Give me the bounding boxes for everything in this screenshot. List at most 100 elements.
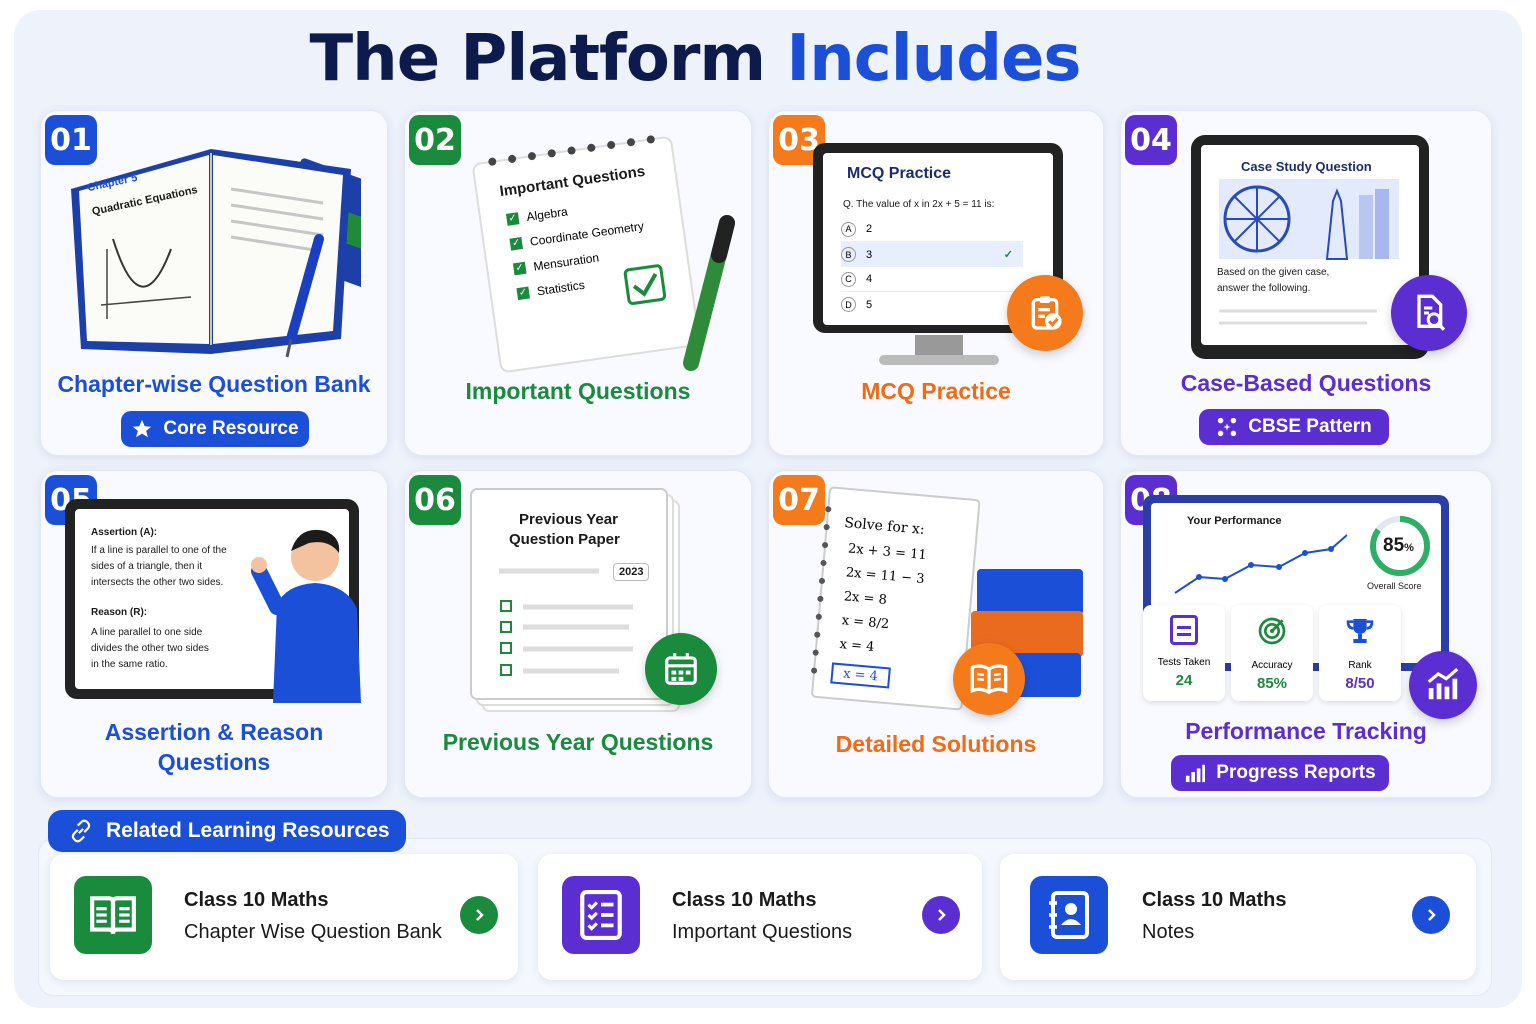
calendar-icon [645,633,717,705]
check-icon: ✓ [512,261,527,275]
feature-card-previous-year[interactable]: 06 Previous Year Question Paper 2023 Pre… [404,470,752,798]
stat-label: Tests Taken [1157,657,1211,668]
paper-stack-illustration [470,488,680,712]
title-part-1: The Platform [309,22,767,96]
feature-card-detailed-solutions[interactable]: 07 Solve for x: 2x + 3 = 11 2x = 11 − 3 … [768,470,1104,798]
option-letter: D [841,297,856,312]
checklist-label: Mensuration [532,249,600,274]
checklist-label: Statistics [536,277,586,298]
overall-score-value: 85% [1383,535,1414,557]
score-number: 85 [1383,535,1405,556]
stat-tile-rank: Rank 8/50 [1319,605,1401,701]
card-title: MCQ Practice [861,378,1011,404]
stat-value: 24 [1175,672,1193,689]
contact-book-icon [1030,876,1108,954]
pill-label: CBSE Pattern [1248,416,1372,437]
resource-line-2: Important Questions [672,921,853,943]
star-icon [133,419,152,438]
related-resources-label: Related Learning Resources [106,819,390,842]
overall-score-ring [1370,516,1430,576]
score-ring-fill [1370,516,1430,576]
overall-score-label: Overall Score [1367,581,1422,591]
pill-label: Progress Reports [1216,762,1376,783]
check-icon: ✓ [505,211,520,226]
pattern-icon [1218,417,1237,437]
open-book-icon [74,876,152,954]
trophy-icon [1346,619,1374,643]
clipboard-list-icon [1170,615,1198,645]
card-title: Important Questions [465,378,691,404]
stat-tile-tests: Tests Taken 24 [1143,605,1225,701]
card-title: Case-Based Questions [1180,370,1432,396]
option-text: 2 [866,223,873,235]
open-book-icon [953,643,1025,715]
stat-label: Accuracy [1251,660,1293,671]
resource-card-notes[interactable]: Class 10 Maths Notes [1000,854,1476,980]
feature-card-case-based[interactable]: 04 Case Study Question Based on the give… [1120,110,1492,456]
reason-line-2: divides the other two sides [91,643,209,654]
resource-line-2: Notes [1142,921,1195,943]
checklist-icon [562,876,640,954]
reason-line-3: in the same ratio. [91,659,168,670]
resource-line-2: Chapter Wise Question Bank [184,921,442,943]
bar-chart-icon [1186,764,1206,783]
tablet-illustration [1191,135,1429,359]
stat-value: 85% [1256,675,1288,692]
progress-reports-badge: Progress Reports [1171,755,1389,791]
case-study-heading: Case Study Question [1241,159,1372,174]
card-number-badge: 04 [1125,115,1177,165]
resource-card-important-questions[interactable]: Class 10 Maths Important Questions [538,854,982,980]
resource-text: Class 10 Maths Notes [1142,884,1287,948]
chevron-right-icon[interactable] [922,896,960,934]
reason-label: Reason (R): [91,607,148,618]
card-title: Performance Tracking [1185,718,1427,744]
resource-line-1: Class 10 Maths [672,889,817,911]
card-title-line-1: Assertion & Reason [104,719,324,745]
resource-text: Class 10 Maths Important Questions [672,884,852,948]
bar-chart-growth-icon [1409,651,1477,719]
feature-card-chapter-wise[interactable]: 01 Chapter 5 Quadratic Equations Chapter… [40,110,388,456]
page-title: The Platform Includes [0,22,1390,96]
title-part-2: Includes [786,22,1081,96]
paper-year-badge: 2023 [613,563,650,581]
monitor-illustration [813,143,1063,365]
option-letter: B [841,247,856,262]
document-search-icon [1391,275,1467,351]
card-number-badge: 07 [773,475,825,525]
card-title: Chapter-wise Question Bank [57,371,371,397]
feature-card-assertion-reason[interactable]: 05 Assertion (A): If a line is parallel … [40,470,388,798]
resource-text: Class 10 Maths Chapter Wise Question Ban… [184,884,442,948]
feature-card-performance[interactable]: 08 Your Performance 85% Overall Score Te… [1120,470,1492,798]
option-text: 3 [866,248,873,261]
option-letter: C [841,271,856,287]
card-number-badge: 06 [409,475,461,525]
cbse-pattern-badge: CBSE Pattern [1199,409,1389,445]
clipboard-check-icon [1007,275,1083,351]
notepad-illustration [472,135,735,373]
chevron-right-icon[interactable] [1412,896,1450,934]
core-resource-badge: Core Resource [121,411,309,447]
assertion-label: Assertion (A): [91,527,158,538]
checklist-label: Algebra [525,203,569,224]
correct-check-icon: ✓ [1003,249,1013,261]
target-icon [1258,617,1286,645]
mcq-question: Q. The value of x in 2x + 5 = 11 is: [843,199,995,210]
paper-title-line-1: Previous Year [519,511,618,528]
open-book-illustration [71,149,361,358]
pill-label: Core Resource [163,418,299,439]
solution-steps: Solve for x: 2x + 3 = 11 2x = 11 − 3 2x … [830,515,929,691]
assertion-line-1: If a line is parallel to one of the [91,545,227,556]
resource-card-question-bank[interactable]: Class 10 Maths Chapter Wise Question Ban… [50,854,518,980]
assertion-line-3: intersects the other two sides. [91,577,224,588]
feature-card-mcq-practice[interactable]: 03 MCQ Practice Q. The value of x in 2x … [768,110,1104,456]
score-unit: % [1404,542,1414,554]
feature-card-important-questions[interactable]: 02 Important Questions ✓Algebra ✓Coordin… [404,110,752,456]
chevron-right-icon[interactable] [460,896,498,934]
resource-line-1: Class 10 Maths [1142,889,1287,911]
reason-line-1: A line parallel to one side [91,627,203,638]
